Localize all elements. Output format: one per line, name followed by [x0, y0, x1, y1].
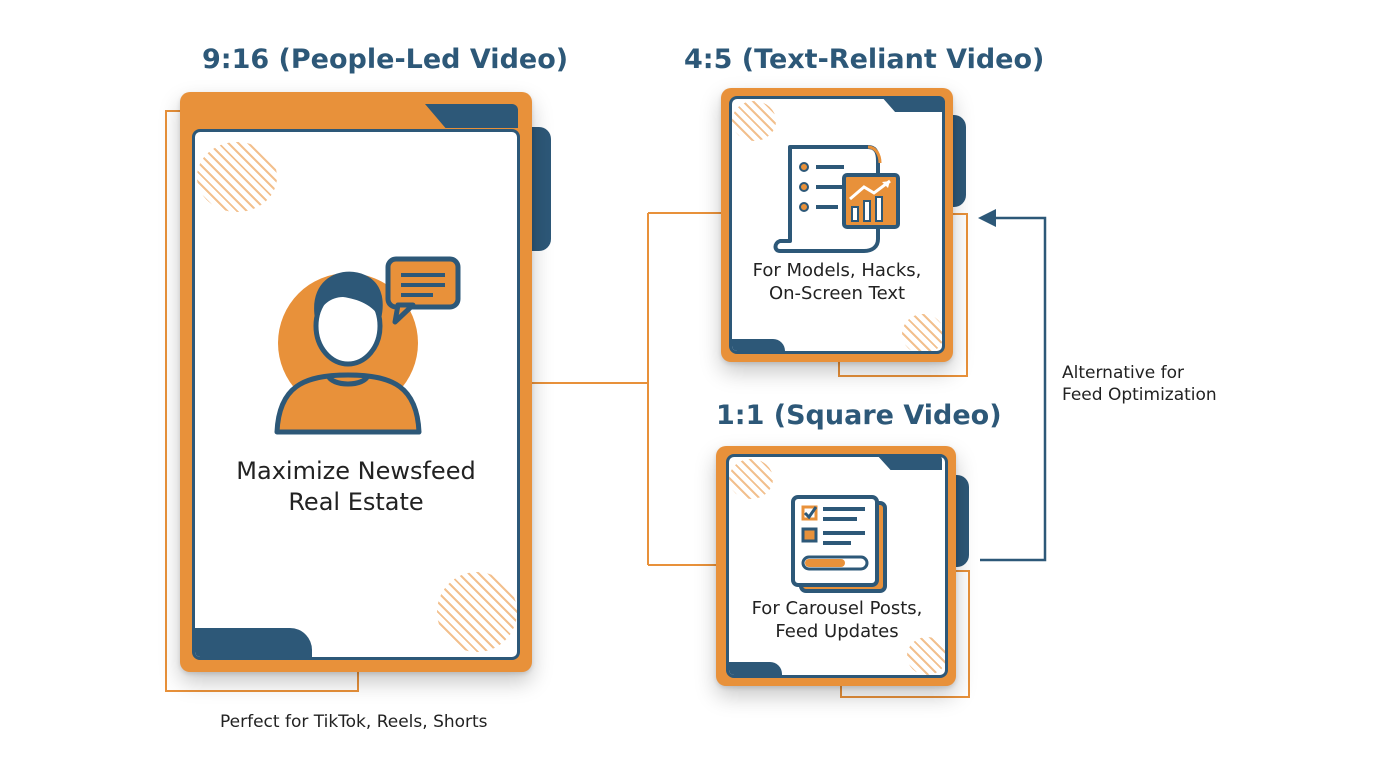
- feedback-arrowhead: [978, 209, 996, 227]
- portrait-card-screen: For Models, Hacks, On-Screen Text: [729, 96, 945, 354]
- square-card-title: 1:1 (Square Video): [716, 400, 1002, 431]
- hatch-decoration: [907, 637, 945, 675]
- portrait-card-body: For Models, Hacks, On-Screen Text: [732, 259, 942, 305]
- side-note-line1: Alternative for: [1062, 363, 1185, 383]
- portrait-card-title: 4:5 (Text-Reliant Video): [684, 44, 1045, 75]
- corner-accent: [425, 104, 518, 128]
- corner-accent: [881, 96, 945, 112]
- feedback-arrow-line: [980, 216, 1047, 562]
- portrait-card-body-line2: On-Screen Text: [768, 283, 906, 304]
- hatch-decoration: [732, 101, 776, 141]
- portrait-card-body-line1: For Models, Hacks,: [752, 260, 922, 281]
- hatch-decoration: [197, 142, 277, 212]
- corner-accent: [876, 454, 942, 470]
- side-note: Alternative for Feed Optimization: [1062, 362, 1217, 406]
- square-card-side-tab: [953, 475, 969, 567]
- corner-accent: [732, 339, 785, 351]
- vertical-card-body-line1: Maximize Newsfeed: [236, 457, 476, 485]
- hatch-decoration: [902, 314, 942, 351]
- square-card-frame: For Carousel Posts, Feed Updates: [716, 446, 956, 686]
- square-card-body-line2: Feed Updates: [775, 621, 899, 642]
- document-chart-icon: [773, 145, 900, 253]
- hatch-decoration: [437, 572, 517, 652]
- vertical-card-body-line2: Real Estate: [288, 488, 424, 516]
- hatch-decoration: [729, 459, 773, 499]
- square-card-screen: For Carousel Posts, Feed Updates: [726, 454, 948, 678]
- checklist-progress-icon: [791, 495, 887, 593]
- vertical-card-frame: Maximize Newsfeed Real Estate: [180, 92, 532, 672]
- square-card-body: For Carousel Posts, Feed Updates: [729, 597, 945, 643]
- vertical-card-body: Maximize Newsfeed Real Estate: [195, 456, 517, 518]
- side-note-line2: Feed Optimization: [1062, 385, 1217, 405]
- vertical-card-caption: Perfect for TikTok, Reels, Shorts: [220, 712, 488, 732]
- corner-accent: [195, 628, 312, 657]
- square-card-body-line1: For Carousel Posts,: [751, 598, 923, 619]
- vertical-card-title: 9:16 (People-Led Video): [202, 44, 569, 75]
- corner-accent: [729, 662, 782, 675]
- vertical-card-screen: Maximize Newsfeed Real Estate: [192, 129, 520, 660]
- portrait-card-frame: For Models, Hacks, On-Screen Text: [721, 88, 953, 362]
- person-speech-icon: [274, 256, 461, 435]
